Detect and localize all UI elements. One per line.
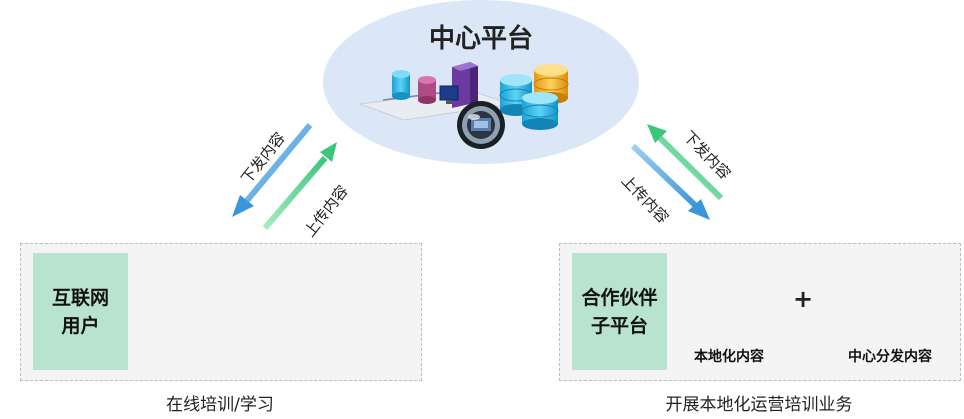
monitor-icon <box>439 85 459 104</box>
left-up-arrow <box>262 142 337 230</box>
local-content-label: 本地化内容 <box>694 349 764 365</box>
server-icon <box>452 62 478 108</box>
plus-sign: + <box>792 285 814 313</box>
central-content-label: 中心分发内容 <box>848 349 932 365</box>
partner-platform-line2: 子平台 <box>590 314 648 337</box>
database-stack-icon <box>392 70 410 100</box>
internet-users-line2: 用户 <box>61 314 100 337</box>
partner-platform-box: 合作伙伴 子平台 <box>572 253 667 370</box>
left-panel-caption: 在线培训/学习 <box>166 395 274 415</box>
server-illustration <box>359 62 569 149</box>
internet-users-line1: 互联网 <box>51 286 109 309</box>
internet-users-box: 互联网 用户 <box>33 253 128 370</box>
left-down-arrow <box>232 123 313 217</box>
right-up-arrow <box>647 124 724 201</box>
right-panel-caption: 开展本地化运营培训业务 <box>665 395 853 415</box>
camera-icon <box>457 101 505 149</box>
center-platform-title: 中心平台 <box>428 24 534 54</box>
database-stack-icon <box>521 92 559 130</box>
center-platform-ellipse <box>323 0 639 164</box>
partner-platform-line1: 合作伙伴 <box>581 286 658 309</box>
database-stack-icon <box>418 76 436 104</box>
right-down-arrow <box>630 143 710 220</box>
